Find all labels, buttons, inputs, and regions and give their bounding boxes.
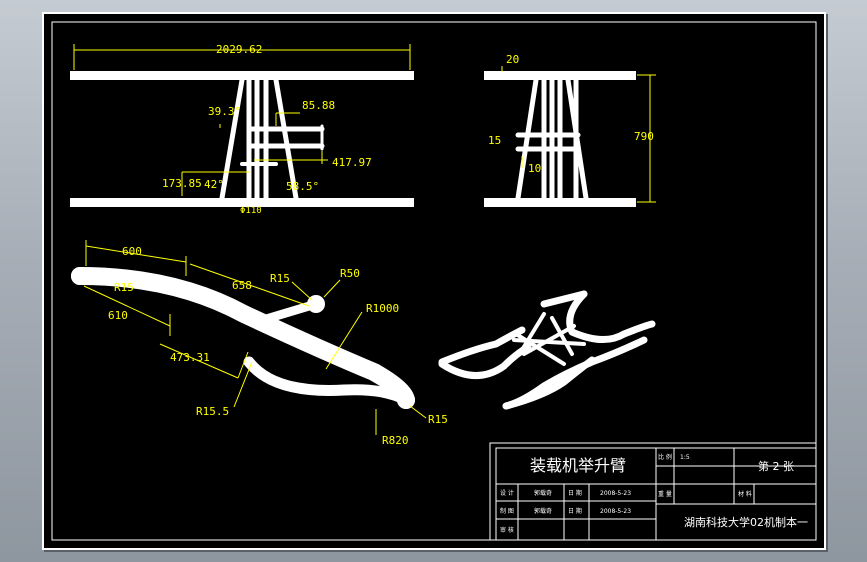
bottom-beam bbox=[70, 198, 414, 207]
arm-view: 600 658 R15 610 473.31 R15 R50 R1000 R15… bbox=[71, 240, 448, 447]
dim-offset-2: 417.97 bbox=[332, 156, 372, 169]
date-1: 2008-5-23 bbox=[600, 490, 631, 497]
date-2: 2008-5-23 bbox=[600, 508, 631, 515]
iso-arm-right bbox=[566, 290, 656, 343]
front-view: 2029.62 39.3° 85.88 417.97 173.85 42° 58… bbox=[70, 43, 414, 216]
title-block: 装载机举升臂 比 例 1:5 第 2 张 重 量 材 料 设 计 郭载奇 日 期… bbox=[489, 442, 817, 541]
dim-pipe-dia: Φ110 bbox=[240, 206, 262, 216]
arm-lower-edge bbox=[243, 356, 412, 406]
scale-label: 比 例 bbox=[658, 453, 672, 461]
dim-r1000: R1000 bbox=[366, 302, 399, 315]
arm-pin-right bbox=[397, 391, 415, 409]
dim-angle-2: 42° bbox=[204, 178, 224, 191]
dim-side-mid: 15 bbox=[488, 134, 501, 147]
dim-r15-c: R15 bbox=[428, 413, 448, 426]
arm-inner bbox=[75, 271, 411, 405]
dim-r15-5: R15.5 bbox=[196, 405, 229, 418]
front-brace-left bbox=[219, 77, 245, 201]
dim-r50: R50 bbox=[340, 267, 360, 280]
arm-outline bbox=[71, 267, 415, 409]
dim-r820: R820 bbox=[382, 434, 409, 447]
iso-brace-2 bbox=[520, 312, 546, 352]
designer-label: 设 计 bbox=[500, 489, 514, 497]
drawing-title: 装载机举升臂 bbox=[530, 456, 626, 475]
school-name: 湖南科技大学02机制本一 bbox=[684, 515, 808, 529]
drafter-name: 郭载奇 bbox=[534, 507, 552, 515]
review-label: 审 核 bbox=[500, 526, 514, 534]
dim-arm-600: 600 bbox=[122, 245, 142, 258]
iso-brace-5 bbox=[522, 324, 576, 356]
side-top-beam bbox=[484, 71, 636, 80]
dim-offset-1: 85.88 bbox=[302, 99, 335, 112]
dim-top-width: 2029.62 bbox=[216, 43, 262, 56]
weight-label: 重 量 bbox=[658, 490, 672, 498]
dim-angle-3: 58.5° bbox=[286, 180, 319, 193]
dim-side-height: 790 bbox=[634, 130, 654, 143]
side-view: 20 15 10 790 bbox=[484, 53, 656, 207]
date-label-2: 日 期 bbox=[568, 507, 582, 515]
drawing-canvas: 2029.62 39.3° 85.88 417.97 173.85 42° 58… bbox=[51, 21, 817, 541]
dim-angle-1: 39.3° bbox=[208, 105, 241, 118]
top-beam bbox=[70, 71, 414, 80]
side-brace-left bbox=[515, 77, 539, 201]
iso-arm-right-bottom bbox=[502, 336, 648, 410]
dim-r15-a: R15 bbox=[114, 281, 134, 294]
dim-side-low: 10 bbox=[528, 162, 541, 175]
drafter-label: 制 图 bbox=[500, 507, 514, 515]
designer-name: 郭载奇 bbox=[534, 489, 552, 497]
dim-arm-658: 658 bbox=[232, 279, 252, 292]
dim-arm-610: 610 bbox=[108, 309, 128, 322]
scale-value: 1:5 bbox=[680, 454, 690, 461]
dim-side-top: 20 bbox=[506, 53, 519, 66]
side-brace-right bbox=[565, 77, 589, 201]
inner-frame bbox=[51, 21, 817, 541]
iso-brace-3 bbox=[550, 316, 574, 356]
side-bottom-beam bbox=[484, 198, 636, 207]
dim-r15-b: R15 bbox=[270, 272, 290, 285]
iso-arm-left-bottom bbox=[438, 343, 532, 379]
date-label-1: 日 期 bbox=[568, 489, 582, 497]
iso-view bbox=[438, 290, 656, 410]
front-brace-right bbox=[273, 77, 299, 201]
drawing-sheet: 2029.62 39.3° 85.88 417.97 173.85 42° 58… bbox=[42, 12, 826, 550]
material-label: 材 料 bbox=[738, 490, 752, 498]
sheet-label: 第 2 张 bbox=[758, 459, 794, 473]
arm-pin-left bbox=[71, 267, 89, 285]
